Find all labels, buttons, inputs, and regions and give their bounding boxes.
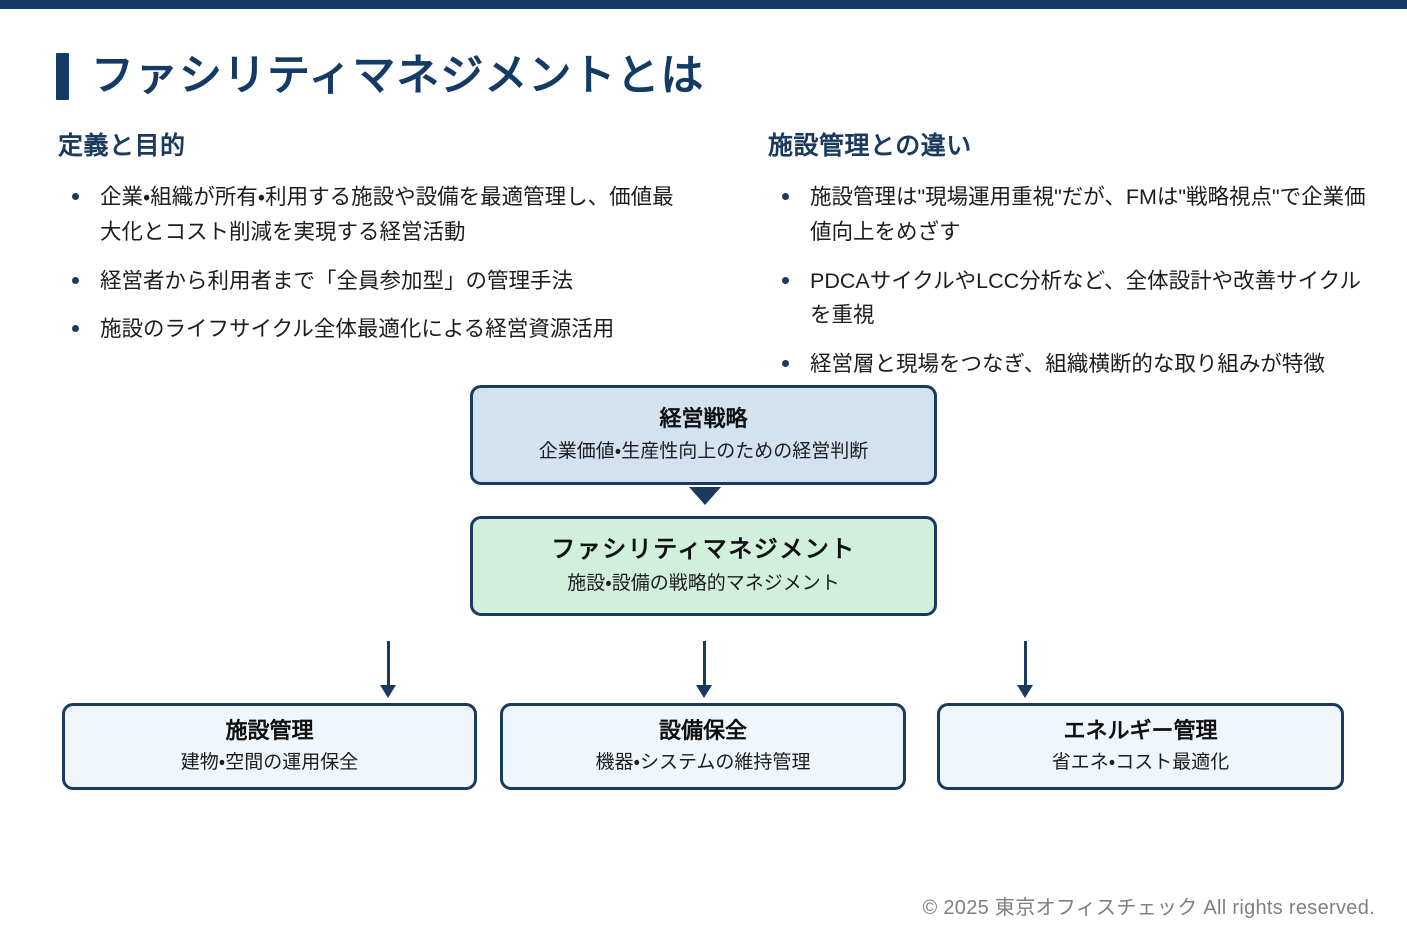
node-title: 設備保全 bbox=[658, 717, 747, 743]
list-item: 企業・組織が所有・利用する施設や設備を最適管理し、価値最大化とコスト削減を実現す… bbox=[58, 180, 680, 250]
node-title: ファシリティマネジメント bbox=[551, 536, 856, 564]
bullet-list-difference: 施設管理は"現場運用重視"だが、FMは"戦略視点"で企業価値向上をめざす PDC… bbox=[768, 180, 1377, 382]
title-accent-mark bbox=[56, 52, 69, 100]
node-subtitle: 施設・設備の戦略的マネジメント bbox=[567, 573, 840, 595]
page-title: ファシリティマネジメントとは bbox=[91, 51, 705, 100]
node-subtitle: 建物・空間の運用保全 bbox=[180, 752, 359, 774]
column-definition: 定義と目的 企業・組織が所有・利用する施設や設備を最適管理し、価値最大化とコスト… bbox=[0, 126, 700, 396]
node-title: 経営戦略 bbox=[659, 406, 748, 432]
list-item: 施設管理は"現場運用重視"だが、FMは"戦略視点"で企業価値向上をめざす bbox=[768, 180, 1377, 250]
diagram-node-energy-management: エネルギー管理 省エネ・コスト最適化 bbox=[937, 703, 1344, 790]
arrow-down-icon bbox=[378, 641, 398, 701]
arrow-shaft bbox=[387, 641, 390, 687]
bullet-list-definition: 企業・組織が所有・利用する施設や設備を最適管理し、価値最大化とコスト削減を実現す… bbox=[58, 180, 680, 347]
arrow-head bbox=[1017, 685, 1033, 698]
arrow-down-triangle-icon bbox=[689, 487, 721, 505]
arrow-head bbox=[696, 685, 712, 698]
list-item: 経営者から利用者まで「全員参加型」の管理手法 bbox=[58, 264, 680, 299]
node-title: 施設管理 bbox=[225, 717, 314, 743]
arrow-down-icon bbox=[1015, 641, 1035, 701]
diagram-node-equipment-maintenance: 設備保全 機器・システムの維持管理 bbox=[500, 703, 906, 790]
column-difference: 施設管理との違い 施設管理は"現場運用重視"だが、FMは"戦略視点"で企業価値向… bbox=[700, 126, 1407, 396]
footer-copyright: © 2025 東京オフィスチェック All rights reserved. bbox=[922, 897, 1375, 919]
list-item: 経営層と現場をつなぎ、組織横断的な取り組みが特徴 bbox=[768, 347, 1377, 382]
list-item: PDCAサイクルやLCC分析など、全体設計や改善サイクルを重視 bbox=[768, 264, 1377, 334]
node-subtitle: 省エネ・コスト最適化 bbox=[1051, 752, 1230, 774]
node-title: エネルギー管理 bbox=[1063, 717, 1218, 743]
arrow-head bbox=[380, 685, 396, 698]
page-header: ファシリティマネジメントとは bbox=[56, 26, 704, 127]
content-columns: 定義と目的 企業・組織が所有・利用する施設や設備を最適管理し、価値最大化とコスト… bbox=[0, 126, 1407, 396]
node-subtitle: 企業価値・生産性向上のための経営判断 bbox=[538, 440, 869, 462]
diagram-node-strategy: 経営戦略 企業価値・生産性向上のための経営判断 bbox=[470, 385, 937, 485]
section-heading-difference: 施設管理との違い bbox=[768, 132, 972, 160]
hierarchy-diagram: 経営戦略 企業価値・生産性向上のための経営判断 ファシリティマネジメント 施設・… bbox=[0, 384, 1407, 804]
node-subtitle: 機器・システムの維持管理 bbox=[595, 752, 811, 774]
list-item: 施設のライフサイクル全体最適化による経営資源活用 bbox=[58, 312, 680, 347]
arrow-shaft bbox=[1024, 641, 1027, 687]
top-accent-bar bbox=[0, 0, 1407, 9]
arrow-shaft bbox=[703, 641, 706, 687]
diagram-node-facility-operation: 施設管理 建物・空間の運用保全 bbox=[62, 703, 477, 790]
diagram-node-facility-management: ファシリティマネジメント 施設・設備の戦略的マネジメント bbox=[470, 516, 937, 616]
section-heading-definition: 定義と目的 bbox=[58, 132, 186, 160]
arrow-down-icon bbox=[694, 641, 714, 701]
